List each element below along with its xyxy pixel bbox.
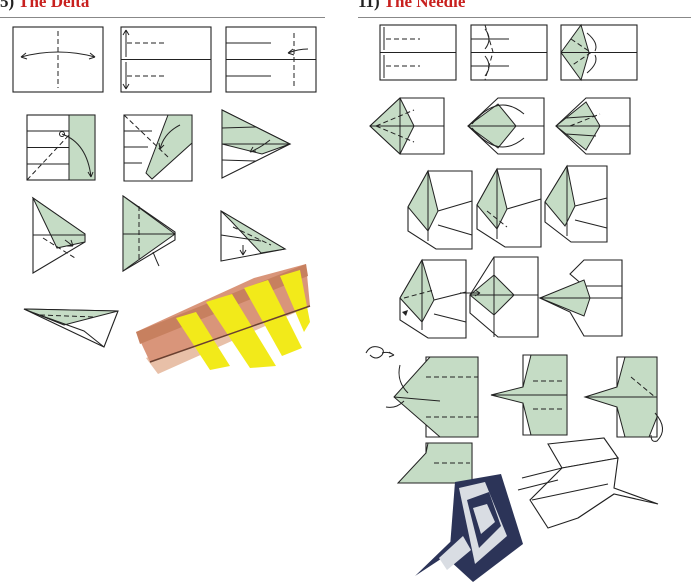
section-name: The Delta	[18, 0, 90, 11]
needle-step-13	[385, 356, 479, 438]
section-divider	[358, 17, 691, 18]
section-number: 11)	[358, 0, 380, 11]
delta-step-8	[122, 194, 176, 272]
needle-step-9	[544, 164, 608, 243]
delta-step-9	[220, 210, 287, 263]
delta-step-2	[120, 26, 212, 93]
needle-step-6	[555, 97, 631, 155]
delta-step-7	[31, 196, 86, 274]
needle-step-2	[470, 24, 548, 81]
delta-step-5	[123, 113, 193, 182]
delta-step-6	[221, 109, 292, 179]
section-divider	[0, 17, 325, 18]
needle-step-3	[560, 23, 638, 82]
section-title-delta: 5) The Delta	[0, 0, 89, 12]
delta-step-4	[26, 114, 96, 181]
needle-step-11	[460, 256, 539, 338]
needle-step-7	[407, 169, 473, 250]
delta-finished-plane-side	[23, 303, 120, 349]
delta-step-1	[12, 26, 104, 93]
needle-step-5	[467, 97, 545, 155]
needle-step-1	[379, 24, 457, 81]
needle-finished-plane-outline	[517, 437, 659, 530]
flip-over-icon	[364, 345, 398, 361]
needle-finished-plane-icon	[415, 474, 523, 582]
needle-step-12	[538, 259, 623, 337]
needle-step-10	[399, 258, 467, 339]
needle-step-15	[583, 356, 673, 443]
needle-step-14	[490, 354, 571, 436]
section-title-needle: 11) The Needle	[358, 0, 465, 12]
delta-step-3	[225, 26, 317, 93]
delta-finished-plane-icon	[136, 262, 311, 374]
needle-step-8	[476, 167, 542, 248]
section-name: The Needle	[383, 0, 466, 11]
needle-step-4	[369, 97, 445, 155]
section-number: 5)	[0, 0, 15, 11]
